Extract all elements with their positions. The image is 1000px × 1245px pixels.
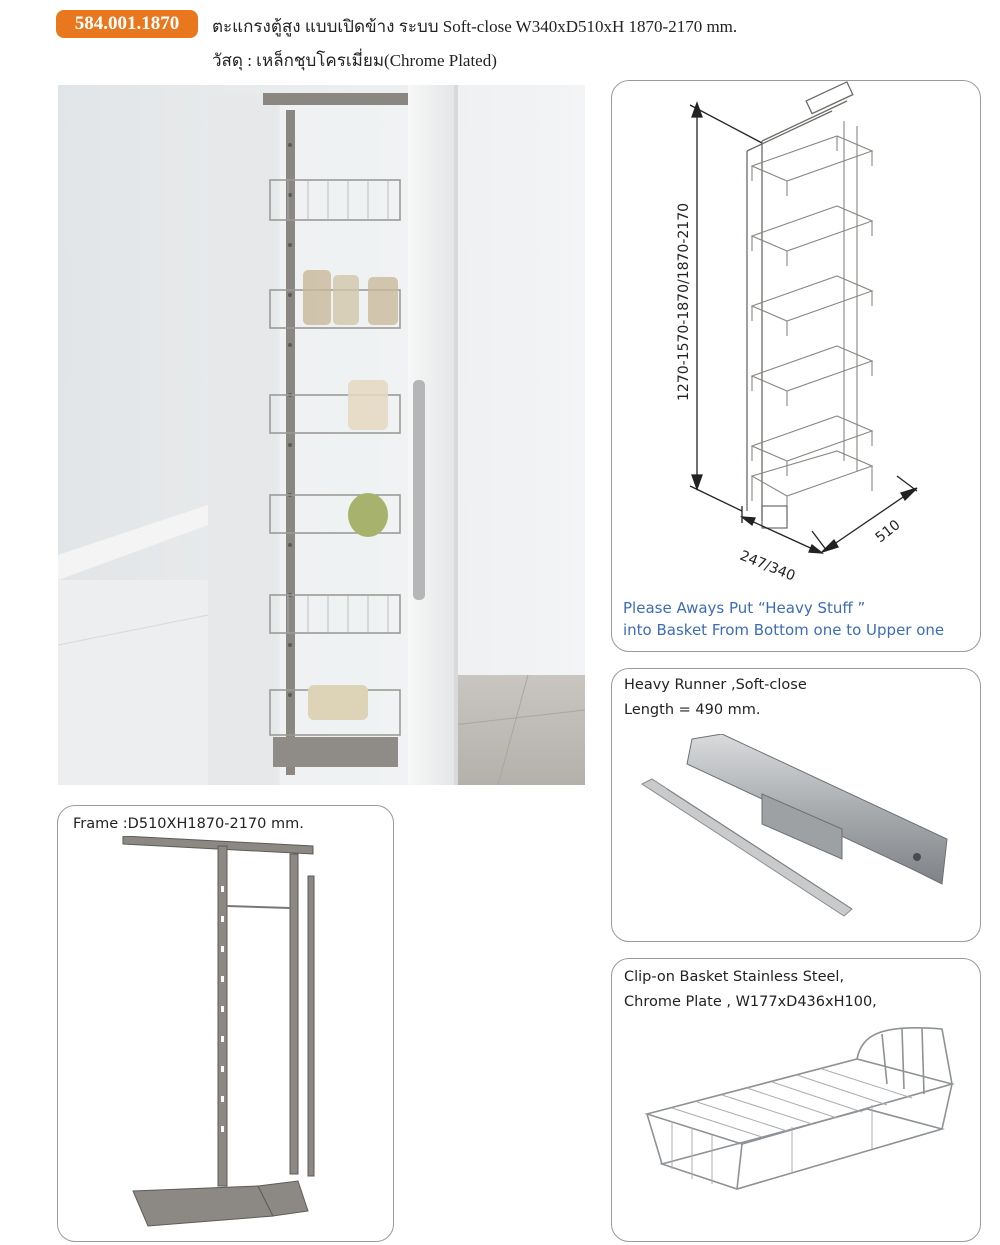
basket-caption-line2: Chrome Plate , W177xD436xH100, bbox=[624, 994, 877, 1010]
pantry-unit-photo-illustration bbox=[58, 85, 585, 785]
product-photo bbox=[58, 85, 585, 785]
frame-illustration bbox=[122, 836, 315, 1227]
runner-caption-line2: Length = 490 mm. bbox=[624, 702, 761, 718]
frame-panel: Frame :D510XH1870-2170 mm. bbox=[57, 805, 394, 1242]
basket-caption-line1: Clip-on Basket Stainless Steel, bbox=[624, 969, 845, 985]
basket-illustration bbox=[644, 1026, 956, 1190]
runner-panel: Heavy Runner ,Soft-close Length = 490 mm… bbox=[611, 668, 981, 942]
product-material: วัสดุ : เหล็กชุบโครเมี่ยม(Chrome Plated) bbox=[212, 51, 497, 70]
runner-caption-line1: Heavy Runner ,Soft-close bbox=[624, 677, 807, 693]
height-dimension-label: 1270-1570-1870/1870-2170 bbox=[676, 203, 692, 401]
product-title: ตะแกรงตู้สูง แบบเปิดข้าง ระบบ Soft-close… bbox=[212, 17, 738, 36]
frame-caption: Frame :D510XH1870-2170 mm. bbox=[73, 816, 304, 832]
runner-illustration bbox=[640, 734, 948, 917]
width-dimension-label: 247/340 bbox=[738, 548, 798, 581]
usage-note-line1: Please Aways Put “Heavy Stuff ” bbox=[623, 599, 866, 617]
dimension-diagram: 1270-1570-1870/1870-2170 bbox=[676, 81, 918, 581]
dimension-diagram-panel: 1270-1570-1870/1870-2170 bbox=[611, 80, 981, 652]
basket-panel: Clip-on Basket Stainless Steel, Chrome P… bbox=[611, 958, 981, 1242]
depth-dimension-label: 510 bbox=[873, 517, 904, 546]
product-code-badge: 584.001.1870 bbox=[56, 10, 198, 38]
usage-note-line2: into Basket From Bottom one to Upper one bbox=[623, 621, 945, 639]
